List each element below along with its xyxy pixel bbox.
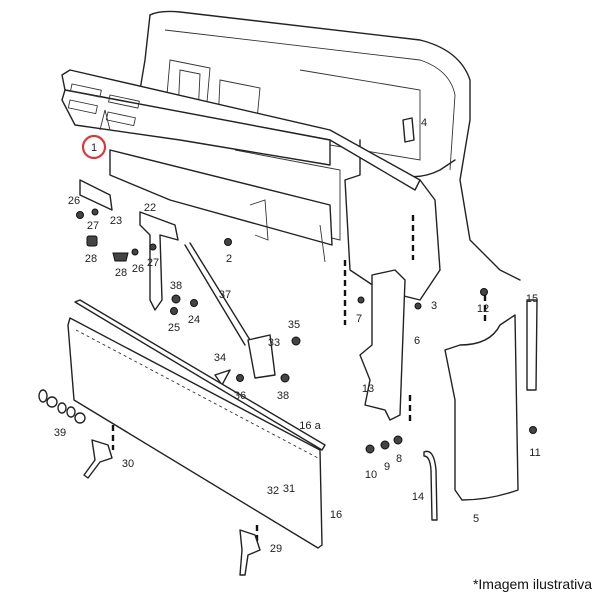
highlight-ring <box>81 134 107 160</box>
latch-30 <box>83 439 113 479</box>
callout-2[interactable]: 2 <box>226 253 232 265</box>
side-bracket <box>359 269 406 421</box>
callout-26[interactable]: 26 <box>68 195 80 207</box>
corner-panel <box>444 314 519 501</box>
callout-34[interactable]: 34 <box>214 352 226 364</box>
callout-7[interactable]: 7 <box>356 313 362 325</box>
callouts: 4 26 27 23 22 28 28 26 27 2 38 37 25 24 … <box>54 117 541 555</box>
callout-24[interactable]: 24 <box>188 314 200 326</box>
callout-13[interactable]: 13 <box>362 383 374 395</box>
callout-16[interactable]: 16 <box>330 509 342 521</box>
callout-15[interactable]: 15 <box>526 293 538 305</box>
callout-32[interactable]: 32 <box>267 485 279 497</box>
callout-33[interactable]: 33 <box>268 337 280 349</box>
callout-5[interactable]: 5 <box>473 513 479 525</box>
callout-12[interactable]: 12 <box>477 303 489 315</box>
grille-panel <box>61 69 421 191</box>
callout-28[interactable]: 28 <box>115 267 127 279</box>
callout-39[interactable]: 39 <box>54 427 66 439</box>
volvo-emblem <box>38 389 86 424</box>
callout-37[interactable]: 37 <box>219 289 231 301</box>
callout-27[interactable]: 27 <box>147 257 159 269</box>
callout-8[interactable]: 8 <box>396 453 402 465</box>
seal-strip <box>74 299 326 451</box>
hood-hinges <box>79 179 276 386</box>
callout-1[interactable]: 1 <box>91 142 97 154</box>
callout-16a[interactable]: 16 a <box>299 420 321 432</box>
callout-38[interactable]: 38 <box>170 280 182 292</box>
callout-14[interactable]: 14 <box>412 491 424 503</box>
callout-3[interactable]: 3 <box>431 300 437 312</box>
callout-25[interactable]: 25 <box>168 322 180 334</box>
callout-38[interactable]: 38 <box>277 390 289 402</box>
mirror-part <box>402 117 415 143</box>
callout-10[interactable]: 10 <box>365 469 377 481</box>
latch-29 <box>239 529 261 576</box>
callout-30[interactable]: 30 <box>122 458 134 470</box>
callout-36[interactable]: 36 <box>234 390 246 402</box>
callout-23[interactable]: 23 <box>110 215 122 227</box>
callout-4[interactable]: 4 <box>421 117 427 129</box>
callout-29[interactable]: 29 <box>270 543 282 555</box>
front-panel <box>67 317 323 549</box>
callout-6[interactable]: 6 <box>414 335 420 347</box>
callout-35[interactable]: 35 <box>288 319 300 331</box>
callout-11[interactable]: 11 <box>529 447 540 459</box>
callout-31[interactable]: 31 <box>283 483 295 495</box>
callout-27[interactable]: 27 <box>87 220 99 232</box>
trim-strip-15 <box>526 299 538 391</box>
illustrative-image-caption: *Imagem ilustrativa <box>472 576 592 592</box>
callout-26[interactable]: 26 <box>132 263 144 275</box>
leader-dashes <box>111 215 487 545</box>
trim-strip-14 <box>423 450 438 521</box>
callout-28[interactable]: 28 <box>85 253 97 265</box>
crossmember <box>109 149 333 263</box>
callout-9[interactable]: 9 <box>384 461 390 473</box>
callout-22[interactable]: 22 <box>144 202 156 214</box>
